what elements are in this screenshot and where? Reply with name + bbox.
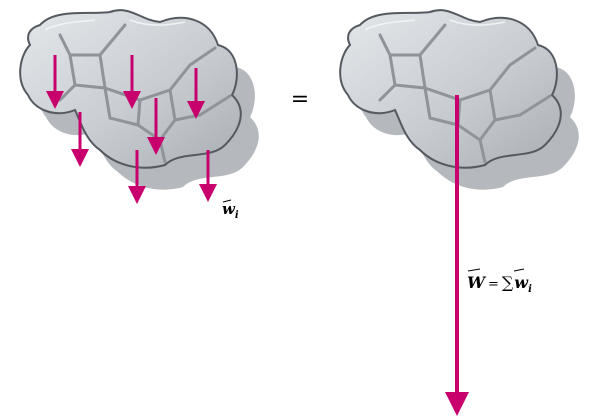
- total-weight-label: W=∑wi: [467, 268, 532, 295]
- small-weight-arrows: [46, 55, 217, 204]
- svg-text:W=∑wi: W=∑wi: [467, 273, 532, 295]
- right-body-cracks: [378, 23, 552, 164]
- vector-bar-small: [222, 199, 232, 203]
- left-body-cracks: [58, 23, 232, 164]
- total-weight-equals: =: [488, 277, 499, 292]
- small-weight-symbol: w: [222, 200, 236, 218]
- vector-bar-total: [467, 268, 481, 272]
- left-body-highlights: [44, 19, 186, 31]
- left-body-group: [19, 9, 259, 190]
- total-weight-term-subscript: i: [528, 284, 532, 295]
- right-body-stone: [339, 9, 562, 169]
- svg-text:wi: wi: [222, 200, 239, 221]
- left-body-stone: [19, 9, 242, 169]
- total-weight-sum: ∑: [502, 273, 514, 292]
- right-body-group: [339, 9, 579, 190]
- total-weight-symbol: W: [467, 273, 487, 292]
- vector-bar-term: [513, 268, 525, 272]
- right-body-highlights: [364, 19, 506, 31]
- total-weight-term-symbol: w: [514, 273, 529, 292]
- small-weight-label: wi: [222, 199, 239, 221]
- equals-sign: =: [291, 87, 309, 112]
- small-weight-subscript: i: [235, 210, 239, 221]
